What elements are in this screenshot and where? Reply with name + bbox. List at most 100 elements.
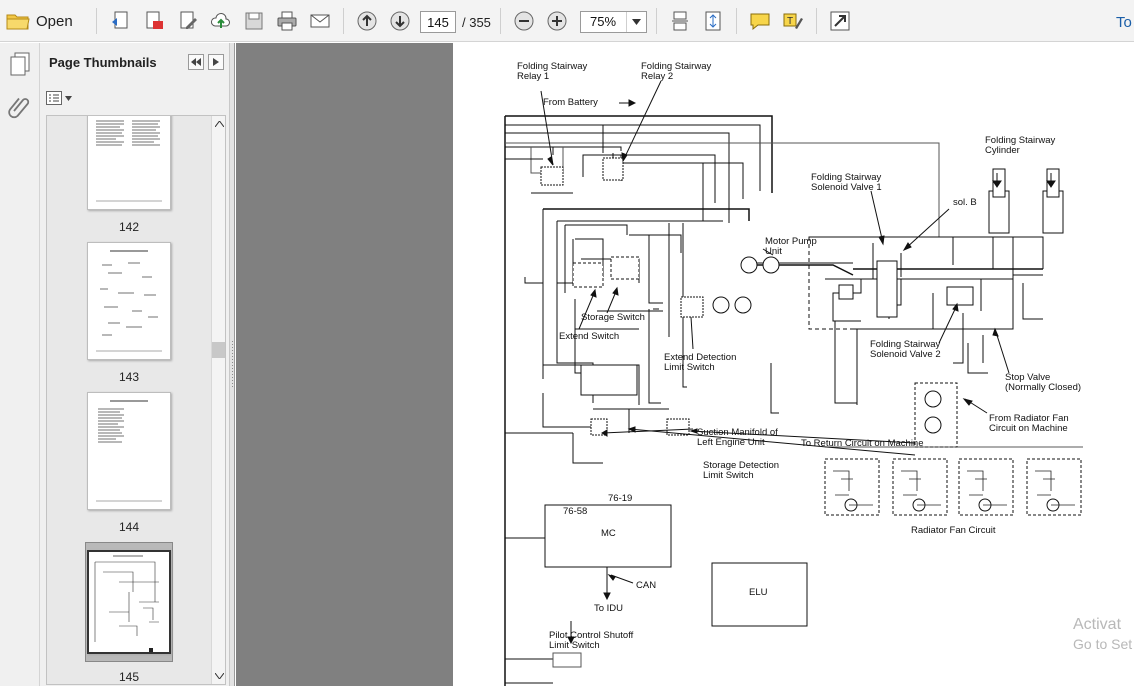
- export-pdf-icon: [146, 11, 163, 29]
- scroll-down-icon[interactable]: [215, 673, 224, 679]
- scroll-pages-icon: [672, 11, 688, 31]
- wire-76-58-label: 76-58: [563, 506, 587, 517]
- stop-valve-label: Stop Valve(Normally Closed): [1005, 372, 1081, 393]
- expand-panel-button[interactable]: [208, 54, 224, 70]
- scrollbar-thumb[interactable]: [212, 342, 225, 358]
- mc-label: MC: [601, 528, 616, 539]
- save-button[interactable]: [241, 8, 267, 34]
- extend-switch-label: Extend Switch: [559, 331, 619, 342]
- pages-icon: [10, 52, 30, 76]
- open-label: Open: [36, 12, 73, 30]
- highlighter-icon: T: [783, 13, 803, 29]
- return-circuit-label: To Return Circuit on Machine: [801, 438, 924, 449]
- email-button[interactable]: [307, 8, 333, 34]
- panel-splitter[interactable]: [230, 43, 235, 686]
- radiator-fan-circuit-label: Radiator Fan Circuit: [911, 525, 996, 536]
- thumbnail-page-142[interactable]: [87, 116, 171, 210]
- can-label: CAN: [636, 580, 656, 591]
- edit-pencil-icon: [180, 11, 197, 29]
- collapse-panel-button[interactable]: [188, 54, 204, 70]
- chevron-right-icon: [213, 58, 219, 66]
- thumbnail-page-number: 144: [118, 520, 140, 534]
- arrow-down-circle-icon: [390, 11, 410, 31]
- page-thumbnails-toggle[interactable]: [8, 51, 32, 82]
- toolbar: Open / 355: [0, 0, 1134, 42]
- cloud-upload-button[interactable]: [208, 8, 234, 34]
- highlight-text-button[interactable]: T: [780, 8, 806, 34]
- thumbnail-list: 142 143: [46, 115, 226, 685]
- svg-text:T: T: [787, 16, 793, 27]
- thumbnail-preview: [96, 250, 162, 352]
- toolbar-separator: [816, 8, 817, 34]
- watermark-line-1: Activat: [1073, 616, 1122, 633]
- printer-icon: [277, 11, 297, 31]
- thumbnail-page-144[interactable]: [87, 392, 171, 510]
- thumbnail-page-number: 143: [118, 370, 140, 384]
- thumbnail-options-button[interactable]: [46, 89, 72, 107]
- zoom-value: 75%: [590, 14, 617, 29]
- from-battery-label: From Battery: [543, 97, 598, 108]
- elu-label: ELU: [749, 587, 768, 598]
- chevron-down-icon: [65, 95, 72, 101]
- folder-icon: [6, 14, 30, 30]
- splitter-grip-icon: [232, 341, 233, 389]
- wire-76-19-label: 76-19: [608, 493, 632, 504]
- to-idu-label: To IDU: [594, 603, 623, 614]
- tools-link[interactable]: To: [1116, 14, 1132, 31]
- thumbnail-page-145[interactable]: [87, 550, 171, 654]
- plus-circle-icon: [547, 11, 567, 31]
- paperclip-icon: [8, 97, 30, 119]
- expand-arrows-icon: [830, 11, 850, 31]
- previous-page-button[interactable]: [354, 8, 380, 34]
- windows-activation-watermark: Activat Go to Set: [1073, 616, 1132, 652]
- thumbnail-page-number: 145: [118, 670, 140, 684]
- envelope-icon: [310, 14, 330, 28]
- thumbnail-page-number: 142: [118, 220, 140, 234]
- scroll-up-icon[interactable]: [215, 121, 224, 127]
- navigation-rail: [0, 43, 40, 686]
- arrow-up-circle-icon: [357, 11, 377, 31]
- toolbar-separator: [96, 8, 97, 34]
- edit-pdf-button[interactable]: [175, 8, 201, 34]
- page-number-input[interactable]: [420, 11, 456, 33]
- create-pdf-icon: [112, 11, 128, 29]
- thumbnail-preview: [96, 400, 162, 502]
- comment-button[interactable]: [747, 8, 773, 34]
- attachments-toggle[interactable]: [8, 93, 30, 124]
- zoom-out-button[interactable]: [511, 8, 537, 34]
- open-button[interactable]: Open: [6, 8, 73, 34]
- page-thumbnails-panel: Page Thumbnails 142: [40, 43, 230, 686]
- chevron-down-icon[interactable]: [626, 12, 646, 32]
- export-pdf-button[interactable]: [141, 8, 167, 34]
- zoom-in-button[interactable]: [544, 8, 570, 34]
- thumbnail-preview: [94, 555, 159, 652]
- save-disk-icon: [245, 12, 263, 30]
- watermark-line-2: Go to Set: [1073, 636, 1133, 652]
- toolbar-separator: [736, 8, 737, 34]
- full-screen-button[interactable]: [827, 8, 853, 34]
- create-pdf-button[interactable]: [108, 8, 134, 34]
- storage-switch-label: Storage Switch: [581, 312, 645, 323]
- print-button[interactable]: [274, 8, 300, 34]
- thumbnail-scrollbar[interactable]: [211, 116, 225, 684]
- scrolling-mode-button[interactable]: [667, 8, 693, 34]
- toolbar-separator: [500, 8, 501, 34]
- thumbnail-page-143[interactable]: [87, 242, 171, 360]
- next-page-button[interactable]: [387, 8, 413, 34]
- fit-page-icon: [705, 11, 721, 31]
- zoom-select[interactable]: 75%: [580, 11, 647, 33]
- speech-bubble-icon: [750, 13, 770, 31]
- fit-page-button[interactable]: [700, 8, 726, 34]
- options-list-icon: [46, 91, 62, 105]
